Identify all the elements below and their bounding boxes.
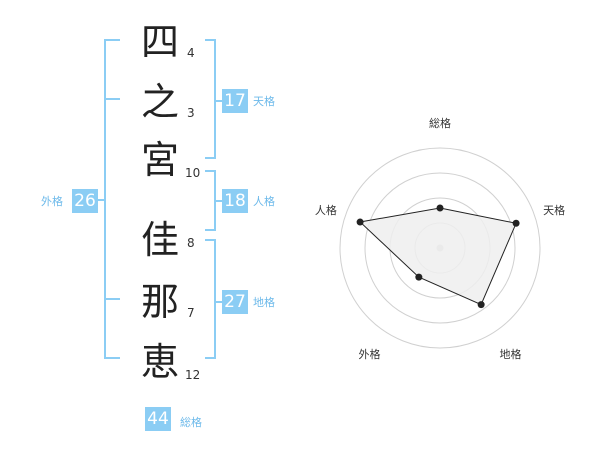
radar-polygon <box>359 207 517 306</box>
radar-axis-label-2: 天格 <box>543 203 565 217</box>
stroke-count-6: 12 <box>185 368 201 382</box>
stroke-count-2: 3 <box>187 106 195 120</box>
tenkaku-badge: 17 <box>222 89 248 113</box>
name-char-5: 那 <box>140 280 179 324</box>
name-char-4: 佳 <box>140 218 179 262</box>
gaikaku-label: 外格 <box>41 195 63 208</box>
chikaku-label: 地格 <box>253 296 275 309</box>
name-char-1: 四 <box>140 20 179 64</box>
chikaku-badge: 27 <box>222 290 248 314</box>
stroke-count-1: 4 <box>187 46 195 60</box>
name-char-2: 之 <box>140 80 179 124</box>
name-char-3: 宮 <box>140 138 179 182</box>
stroke-count-3: 10 <box>185 166 201 180</box>
tenkaku-bracket <box>205 39 216 159</box>
radar-grid-ring-3 <box>364 172 516 324</box>
radar-axis-label-3: 地格 <box>500 347 522 361</box>
radar-axis-label-1: 総格 <box>429 116 451 130</box>
chikaku-bracket <box>205 239 216 359</box>
stroke-count-4: 8 <box>187 236 195 250</box>
soukaku-label: 総格 <box>180 416 202 429</box>
soukaku-badge: 44 <box>145 407 171 431</box>
radar-point-4 <box>415 273 423 281</box>
tenkaku-label: 天格 <box>253 95 275 108</box>
stroke-count-5: 7 <box>187 306 195 320</box>
radar-point-5 <box>356 218 364 226</box>
radar-point-1 <box>436 204 444 212</box>
jinkaku-badge: 18 <box>222 189 248 213</box>
radar-axis-label-5: 人格 <box>315 203 337 217</box>
radar-point-2 <box>512 219 520 227</box>
radar-grid-ring-4 <box>339 147 541 349</box>
jinkaku-label: 人格 <box>253 195 275 208</box>
name-char-6: 恵 <box>140 340 179 384</box>
radar-point-3 <box>477 301 485 309</box>
gaikaku-badge: 26 <box>72 189 98 213</box>
radar-axis-label-4: 外格 <box>359 347 381 361</box>
